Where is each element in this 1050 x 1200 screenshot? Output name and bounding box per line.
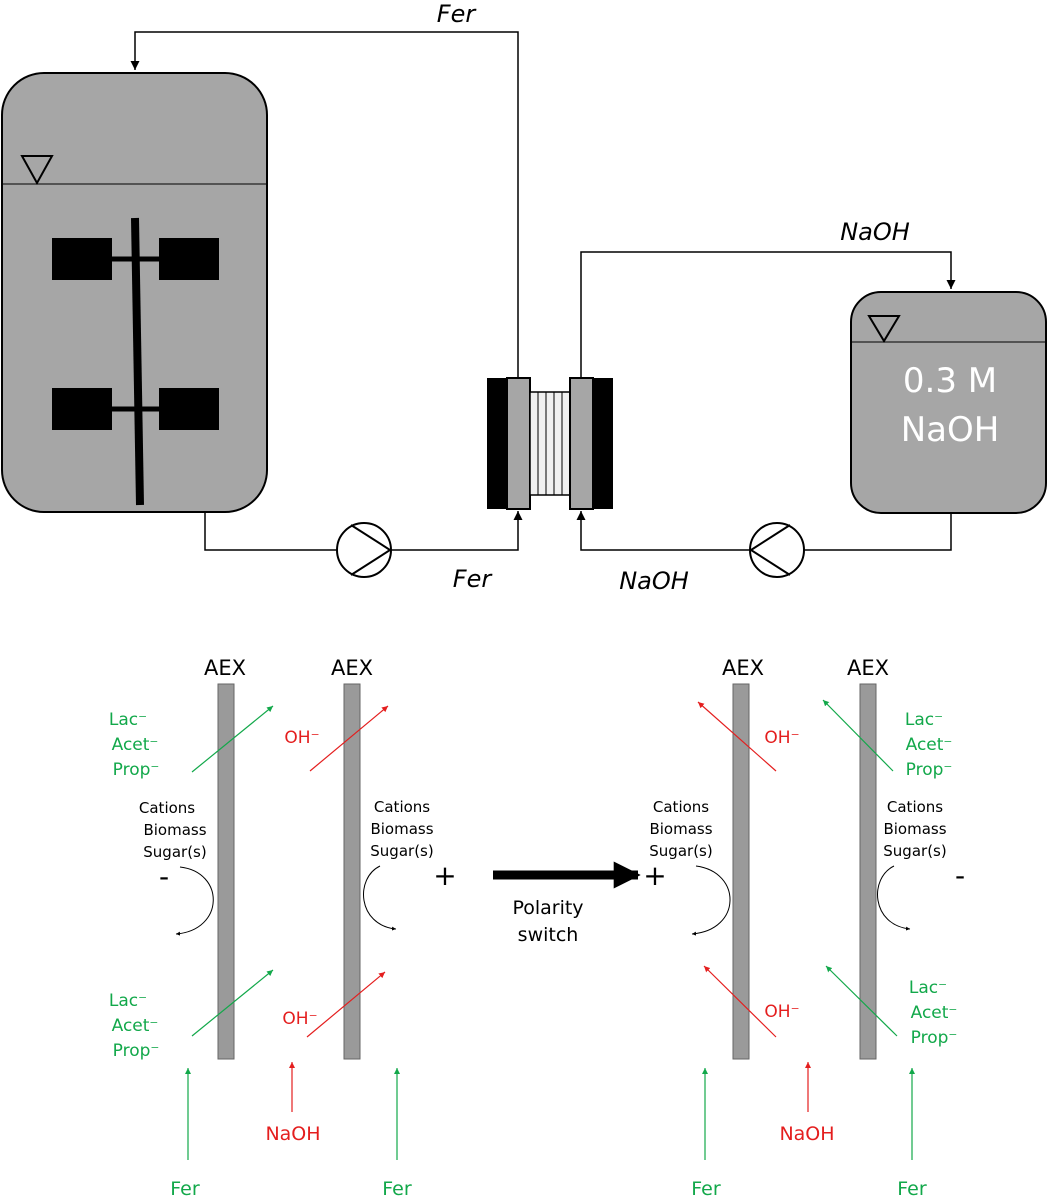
retained-species-label: Sugar(s) [370, 842, 433, 860]
membrane-panel-left: AEX AEX Lac⁻ Acet⁻ Prop⁻ Lac⁻ Acet⁻ Prop… [109, 656, 457, 1200]
polarity-switch-label-line1: Polarity [512, 897, 583, 919]
anion-label: Prop⁻ [113, 1041, 160, 1061]
naoh-tank-label-line1: 0.3 M [903, 361, 997, 401]
feed-label: Fer [170, 1178, 200, 1200]
aex-label: AEX [847, 656, 889, 680]
naoh-feed-line-a [804, 513, 952, 551]
anion-label: Acet⁻ [911, 1003, 958, 1023]
hydroxide-label: OH⁻ [284, 728, 319, 748]
retained-species-label: Cations [139, 799, 195, 817]
feed-label: Fer [691, 1178, 721, 1200]
retention-arrow [877, 865, 911, 931]
fer-return-line [130, 31, 519, 378]
stack-left-electrode [506, 377, 531, 510]
naoh-return-label: NaOH [840, 218, 910, 246]
retained-species-label: Biomass [883, 820, 946, 838]
naoh-level-triangle-icon [867, 315, 901, 343]
anion-label: Prop⁻ [906, 760, 953, 780]
piping [130, 31, 956, 551]
naoh-feed-line-b [576, 511, 750, 551]
hydroxide-label: OH⁻ [764, 728, 799, 748]
fer-feed-line-b [391, 511, 523, 551]
polarity-switch: Polarity switch [493, 861, 641, 946]
aex-label: AEX [331, 656, 373, 680]
aex-label: AEX [722, 656, 764, 680]
aex-membrane [343, 683, 361, 1060]
feed-label: Fer [897, 1178, 927, 1200]
retained-species-label: Sugar(s) [649, 842, 712, 860]
anion-arrow [822, 699, 894, 772]
anion-arrow [191, 705, 274, 773]
retained-species-label: Biomass [370, 820, 433, 838]
anion-label: Acet⁻ [112, 1016, 159, 1036]
retained-species-label: Sugar(s) [883, 842, 946, 860]
hydroxide-arrow [306, 971, 386, 1038]
retained-species-label: Cations [653, 798, 709, 816]
retention-arrow [363, 865, 397, 931]
anion-label: Lac⁻ [109, 710, 147, 730]
aex-membrane [217, 683, 235, 1060]
electrodialysis-stack [487, 377, 613, 510]
retained-species-label: Cations [374, 798, 430, 816]
level-triangle-icon [20, 155, 54, 186]
polarity-sign: - [159, 860, 169, 893]
polarity-sign: - [955, 859, 965, 892]
anion-label: Acet⁻ [906, 735, 953, 755]
hydroxide-arrow [309, 705, 389, 772]
fer-pump-icon [336, 522, 392, 578]
feed-label: Fer [382, 1178, 412, 1200]
naoh-tank: 0.3 M NaOH [850, 291, 1047, 514]
retained-species-label: Biomass [649, 820, 712, 838]
retention-arrow [691, 865, 731, 936]
fermenter-vessel [1, 72, 268, 513]
stack-membranes [529, 391, 571, 496]
anion-label: Prop⁻ [113, 760, 160, 780]
retained-species-label: Biomass [143, 821, 206, 839]
anion-label: Lac⁻ [109, 991, 147, 1011]
anion-label: Prop⁻ [911, 1028, 958, 1048]
hydroxide-arrow [703, 965, 777, 1038]
polarity-sign: + [643, 859, 666, 892]
fer-feed-line-a [204, 512, 337, 551]
naoh-tank-body [850, 291, 1047, 514]
stack-left-endplate [487, 378, 507, 509]
hydroxide-label: OH⁻ [282, 1009, 317, 1029]
polarity-switch-label-line2: switch [518, 924, 579, 946]
stack-right-electrode [569, 377, 594, 510]
naoh-pump-icon [749, 522, 805, 578]
naoh-return-line [580, 251, 956, 378]
membrane-panel-right: AEX AEX OH⁻ OH⁻ Lac⁻ Acet⁻ Prop⁻ Lac⁻ Ac… [643, 656, 965, 1200]
retained-species-label: Sugar(s) [143, 843, 206, 861]
feed-label: NaOH [779, 1123, 834, 1145]
anion-label: Lac⁻ [905, 710, 943, 730]
agitator-icon [52, 217, 219, 506]
aex-label: AEX [204, 656, 246, 680]
feed-label: NaOH [265, 1123, 320, 1145]
anion-label: Lac⁻ [909, 978, 947, 998]
retention-arrow [175, 866, 214, 936]
anion-arrow [191, 969, 274, 1037]
polarity-sign: + [433, 859, 456, 892]
naoh-feed-label: NaOH [619, 567, 689, 595]
fer-return-label: Fer [437, 0, 478, 28]
naoh-tank-label-line2: NaOH [901, 410, 1000, 450]
hydroxide-label: OH⁻ [764, 1002, 799, 1022]
aex-membrane [859, 683, 877, 1060]
fer-feed-label: Fer [453, 565, 494, 593]
anion-arrow [825, 965, 898, 1037]
aex-membrane [732, 683, 750, 1060]
stack-right-endplate [593, 378, 613, 509]
anion-label: Acet⁻ [112, 735, 159, 755]
hydroxide-arrow [697, 701, 777, 772]
retained-species-label: Cations [887, 798, 943, 816]
